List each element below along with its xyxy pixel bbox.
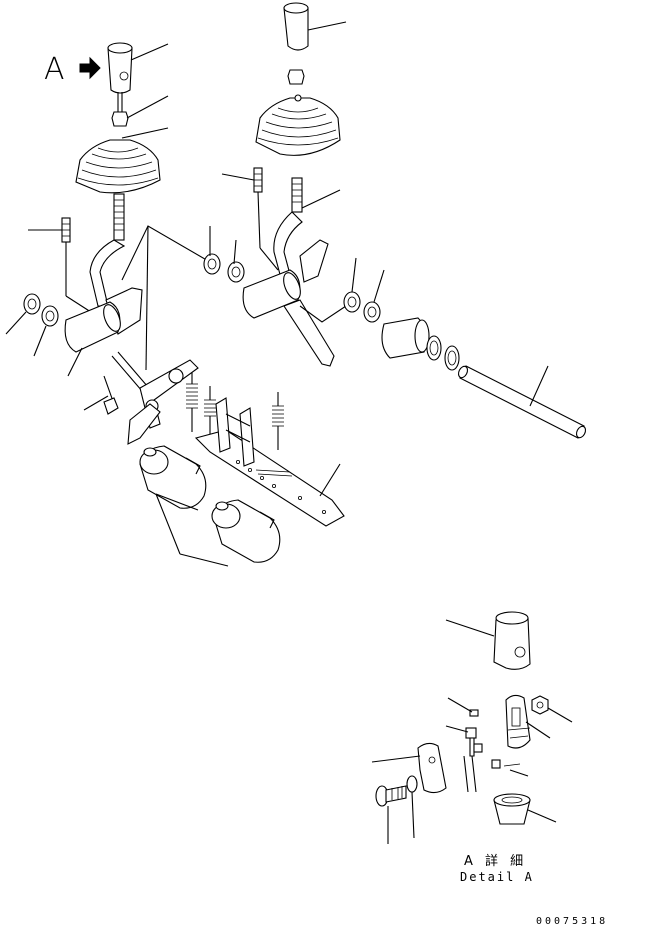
leader-line — [130, 43, 169, 61]
right-bushing-1 — [203, 253, 221, 275]
left-lever-knob — [107, 42, 133, 94]
leader-line — [155, 493, 229, 567]
left-lever-rod — [117, 92, 123, 112]
assembly-reference-line — [145, 225, 149, 371]
solenoid-lower — [211, 499, 281, 563]
document-number: 00075318 — [536, 916, 609, 927]
leader-line — [67, 347, 83, 377]
switch-mounting-plate — [194, 397, 345, 527]
ball-joint — [103, 397, 119, 415]
leader-line — [525, 721, 551, 739]
leader-line — [527, 809, 557, 823]
leader-line — [126, 95, 169, 119]
right-boot — [255, 94, 341, 156]
right-grease-fitting — [253, 167, 263, 193]
right-bushing-3 — [343, 291, 361, 313]
detail-a-knob — [493, 611, 531, 670]
washer-1 — [426, 335, 442, 361]
right-arm — [283, 299, 335, 367]
left-bushing-1 — [23, 293, 41, 315]
spring-right — [272, 392, 284, 450]
leader-line — [529, 365, 549, 407]
assembly-reference-line — [299, 305, 347, 323]
left-pivot-tube — [64, 301, 121, 353]
left-boot — [75, 139, 161, 194]
linkage-rods — [103, 351, 199, 445]
leader-line — [447, 697, 473, 713]
left-bushing-2 — [41, 305, 59, 327]
leader-line — [33, 325, 47, 357]
right-bracket — [299, 239, 329, 283]
cross-shaft — [457, 365, 587, 439]
spring-left — [186, 372, 198, 432]
detail-subtitle: Detail A — [460, 870, 534, 884]
right-lock-nut — [287, 69, 305, 85]
left-grease-fitting — [61, 217, 71, 243]
detail-a-connector — [463, 727, 483, 793]
leader-line — [121, 127, 169, 139]
leader-line — [547, 707, 573, 723]
leader-line — [301, 189, 341, 209]
detail-a-screw — [375, 785, 407, 807]
leader-line — [259, 247, 279, 271]
solenoid-upper — [139, 445, 207, 509]
detail-a-terminal-1 — [469, 709, 479, 717]
right-pivot-tube — [242, 269, 301, 319]
leader-line — [5, 311, 27, 335]
leader-line — [307, 21, 347, 31]
leader-line — [233, 239, 237, 265]
right-lever-knob — [283, 2, 309, 51]
leader-line — [411, 791, 415, 839]
detail-a-nut — [531, 695, 549, 715]
leader-line — [445, 619, 495, 637]
left-lever-shaft — [89, 193, 126, 307]
right-lever-shaft — [273, 177, 303, 283]
leader-line — [257, 191, 261, 249]
view-direction-arrow-icon — [79, 56, 101, 80]
leader-line — [509, 769, 529, 777]
spacer-sleeve — [381, 317, 430, 359]
leader-line — [319, 463, 341, 497]
leader-line — [221, 173, 255, 181]
leader-line — [351, 257, 357, 293]
left-lock-nut — [111, 111, 129, 127]
right-bushing-2 — [227, 261, 245, 283]
view-label: A — [44, 52, 65, 87]
washer-2 — [444, 345, 460, 371]
leader-line — [373, 269, 385, 303]
detail-title: A 詳 細 — [464, 854, 528, 869]
leader-line — [83, 395, 109, 411]
assembly-reference-line — [121, 225, 211, 281]
detail-a-switch-body — [505, 694, 531, 749]
detail-a-clip — [491, 759, 521, 769]
right-bushing-4 — [363, 301, 381, 323]
detail-a-rubber-boot — [493, 793, 531, 825]
leader-line — [371, 755, 421, 763]
detail-a-cover — [417, 742, 447, 794]
leader-line — [445, 725, 469, 733]
detail-a-washer — [406, 775, 418, 793]
